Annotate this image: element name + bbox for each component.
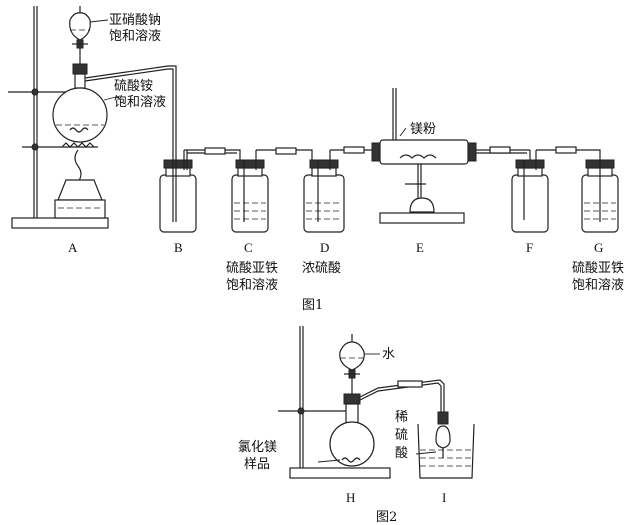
wash-bottle-d [303, 174, 345, 233]
stand-base-a [11, 217, 109, 229]
label-i-line1: 稀 [395, 410, 408, 425]
letter-c: C [244, 240, 253, 255]
label-g-line1: 硫酸亚铁 [572, 261, 624, 276]
letter-g: G [594, 240, 603, 255]
figure1: 亚硝酸钠 饱和溶液 硫酸铵 饱和溶液 镁粉 A B C D E F G 硫酸亚铁… [8, 6, 624, 313]
apparatus-a [8, 6, 177, 229]
label-e-reagent: 镁粉 [410, 122, 436, 137]
figure2-caption: 图2 [376, 510, 397, 525]
label-c-line1: 硫酸亚铁 [226, 261, 278, 276]
magnesium-chloride-sample [341, 457, 361, 463]
apparatus-c [231, 150, 269, 233]
magnesium-powder [399, 154, 437, 159]
inverted-funnel-i [435, 425, 451, 449]
wash-bottle-c [231, 174, 269, 233]
letter-e: E [416, 240, 424, 255]
wash-bottle-b [159, 174, 197, 233]
combustion-tube-e [379, 139, 469, 165]
apparatus-d [303, 150, 345, 233]
label-a-funnel-line2: 饱和溶液 [109, 29, 161, 44]
letter-f: F [526, 240, 533, 255]
label-a-funnel-line1: 亚硝酸钠 [109, 13, 161, 28]
stopper-a [72, 63, 88, 75]
apparatus-b [159, 150, 197, 233]
letter-a: A [68, 240, 78, 255]
label-a-flask-line1: 硫酸铵 [114, 79, 153, 94]
label-h-funnel: 水 [382, 347, 395, 362]
stand-base-h [289, 467, 391, 479]
stopper-h [343, 393, 361, 405]
stand-base-e [379, 212, 465, 224]
letter-d: D [320, 240, 329, 255]
beaker-i [417, 423, 475, 479]
round-bottom-flask-a [52, 87, 108, 143]
wash-bottle-f [511, 174, 549, 233]
burner-e [409, 197, 435, 213]
label-g-line2: 饱和溶液 [572, 278, 624, 293]
label-a-flask-line2: 饱和溶液 [114, 95, 166, 110]
letter-b: B [174, 240, 183, 255]
label-h-flask-line2: 样品 [244, 457, 270, 472]
letter-i: I [442, 490, 446, 505]
apparatus-e [371, 88, 530, 224]
label-h-flask-line1: 氯化镁 [238, 440, 277, 455]
figure2: 水 氯化镁 样品 稀 硫 酸 H I 图2 [238, 326, 475, 525]
label-d: 浓硫酸 [302, 261, 341, 276]
alcohol-lamp-a [57, 179, 103, 201]
label-i-line2: 硫 [395, 428, 408, 443]
label-c-line2: 饱和溶液 [226, 278, 278, 293]
round-bottom-flask-h [329, 421, 375, 467]
apparatus-f [511, 150, 549, 233]
separatory-funnel-a [69, 12, 91, 41]
label-i-line3: 酸 [395, 446, 408, 461]
figure1-caption: 图1 [302, 298, 323, 313]
apparatus-g [581, 159, 619, 233]
separatory-funnel-h [339, 341, 365, 371]
letter-h: H [346, 490, 355, 505]
